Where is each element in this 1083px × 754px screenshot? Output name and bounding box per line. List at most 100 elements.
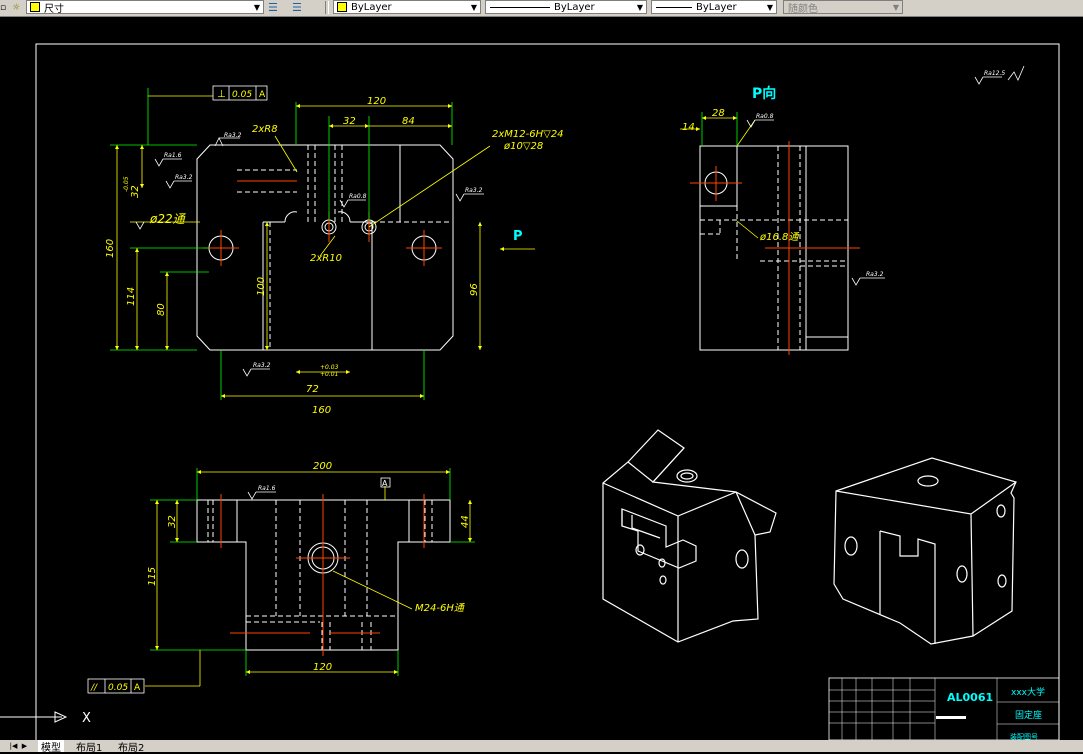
chevron-down-icon[interactable]: ▼: [470, 2, 478, 12]
side-ra08: Ra0.8: [756, 113, 774, 120]
drawing-canvas[interactable]: 120 32 84 72 +0.03 +0.01 160 2xR8 2xR10 …: [0, 16, 1083, 740]
dim-32: 32: [343, 116, 356, 127]
dim-72: 72: [306, 384, 319, 395]
phi22-note: ø22通: [149, 212, 187, 226]
dim-160-v: 160: [105, 239, 116, 258]
chevron-down-icon[interactable]: ▼: [636, 2, 644, 12]
separator: [325, 1, 329, 14]
tol-ref: A: [259, 90, 266, 100]
lineweight-value: ByLayer: [696, 1, 737, 13]
top-dim-texts: 200 120 M24-6H通 115 32 44: [147, 461, 471, 673]
dim-28: 28: [712, 108, 725, 119]
hidden-hole: [237, 169, 297, 193]
dim-120: 120: [367, 96, 386, 107]
top-ra16: Ra1.6: [258, 485, 276, 492]
ra32-a: Ra3.2: [224, 132, 242, 139]
color-value: ByLayer: [351, 1, 392, 13]
lineweight-sample: [656, 6, 692, 8]
dim-2xr10: 2xR10: [310, 253, 342, 264]
top-datum: A: [380, 477, 391, 488]
linetype-select[interactable]: ByLayer ▼: [485, 0, 647, 14]
drawing-frame: [35, 43, 1060, 740]
ucs-x-label: X: [82, 711, 91, 726]
university: xxx大学: [1011, 686, 1045, 698]
ra16-a: Ra1.6: [164, 152, 182, 159]
general-ra: Ra12.5: [984, 70, 1005, 77]
dim-32-tol: 32: [130, 185, 141, 198]
side-hole-note: ø16.8通: [759, 231, 800, 243]
tab-layout2[interactable]: 布局2: [118, 742, 145, 754]
dim-200: 200: [313, 461, 332, 472]
chevron-down-icon: ▼: [892, 2, 900, 12]
general-roughness: Ra12.5: [974, 65, 1025, 85]
dim-44: 44: [460, 515, 471, 528]
tol-72-upper: +0.03: [320, 364, 339, 371]
ra32-d: Ra3.2: [253, 362, 271, 369]
hole-note: ø10▽28: [503, 141, 543, 152]
isometric-view-2: [833, 457, 1017, 645]
dim-84: 84: [402, 116, 415, 127]
tol-32-upper: -0.05: [123, 176, 130, 192]
layer-icon[interactable]: ▫: [0, 2, 7, 13]
front-tolerance-frame: ⊥ 0.05 A: [212, 85, 268, 101]
dim-32-top: 32: [167, 515, 178, 528]
plotstyle-value: 随颜色: [788, 3, 818, 15]
dimstyle-select[interactable]: 尺寸 ▼: [26, 0, 264, 15]
thread-note: 2xM12-6H▽24: [492, 129, 564, 140]
tab-layout1[interactable]: 布局1: [76, 742, 103, 754]
side-dim-texts: 28 14 ø16.8通: [682, 108, 800, 243]
parallel-val: 0.05: [108, 683, 128, 693]
sun-icon[interactable]: ☼: [12, 2, 21, 13]
dim-115: 115: [147, 567, 158, 586]
ra32-b: Ra3.2: [175, 174, 193, 181]
layer-previous-icon[interactable]: ☰: [292, 1, 302, 14]
layer-stack-icon[interactable]: ☰: [268, 1, 278, 14]
side-view-title: P向: [752, 85, 776, 102]
top-dim-lines: [145, 470, 472, 687]
dim-100: 100: [256, 277, 267, 296]
dim-14: 14: [682, 122, 695, 133]
tol-sym: ⊥: [217, 89, 226, 100]
tol-val: 0.05: [232, 90, 252, 100]
dim-96: 96: [469, 283, 480, 296]
dimstyle-value: 尺寸: [44, 3, 64, 15]
side-ra32: Ra3.2: [866, 271, 884, 278]
roughness-texts-front: Ra3.2 Ra1.6 Ra3.2 Ra0.8 Ra3.2 Ra3.2: [164, 132, 483, 369]
tab-first-icon[interactable]: |◀: [9, 742, 18, 750]
front-extension-lines: [110, 88, 453, 400]
parallel-sym: //: [90, 683, 98, 693]
ra32-c: Ra3.2: [465, 187, 483, 194]
dim-114: 114: [126, 287, 137, 306]
roughness-texts-side: Ra0.8 Ra3.2: [756, 113, 884, 278]
dim-160-h: 160: [312, 405, 331, 416]
top-centerlines: [220, 494, 425, 656]
assembly-no: 装配图号: [1010, 732, 1038, 740]
side-dims: [680, 116, 759, 239]
dim-120-top: 120: [313, 662, 332, 673]
top-tolerance-frame: // 0.05 A: [87, 678, 145, 694]
color-select[interactable]: ByLayer ▼: [333, 0, 481, 14]
r10-arcs: [284, 211, 351, 223]
datum-a: A: [382, 479, 388, 488]
color-swatch: [30, 2, 40, 12]
side-extension-lines: [701, 112, 738, 146]
dim-80: 80: [156, 303, 167, 316]
top-extension-lines: [150, 468, 475, 676]
slot-edges: [262, 222, 373, 350]
layout-tabs: |◀ ▶ 模型 布局1 布局2: [0, 740, 1083, 754]
part-name: 固定座: [1015, 709, 1042, 721]
plotstyle-select: 随颜色 ▼: [783, 0, 903, 15]
chevron-down-icon[interactable]: ▼: [253, 2, 261, 12]
ucs-icon: X: [0, 711, 91, 726]
lineweight-select[interactable]: ByLayer ▼: [651, 0, 777, 14]
drawing-number: AL0061: [947, 691, 993, 704]
chevron-down-icon[interactable]: ▼: [766, 2, 774, 12]
isometric-view-1: [602, 429, 777, 643]
ra08-a: Ra0.8: [349, 193, 367, 200]
m24-note: M24-6H通: [415, 602, 466, 614]
properties-toolbar: ▫ ☼ 尺寸 ▼ ☰ ☰ ByLayer ▼ ByLayer ▼ ByLayer…: [0, 0, 1083, 17]
tab-model[interactable]: 模型: [38, 740, 64, 754]
roughness-symbols-side: [746, 119, 885, 286]
parallel-ref: A: [134, 683, 141, 693]
tab-next-icon[interactable]: ▶: [21, 742, 28, 750]
